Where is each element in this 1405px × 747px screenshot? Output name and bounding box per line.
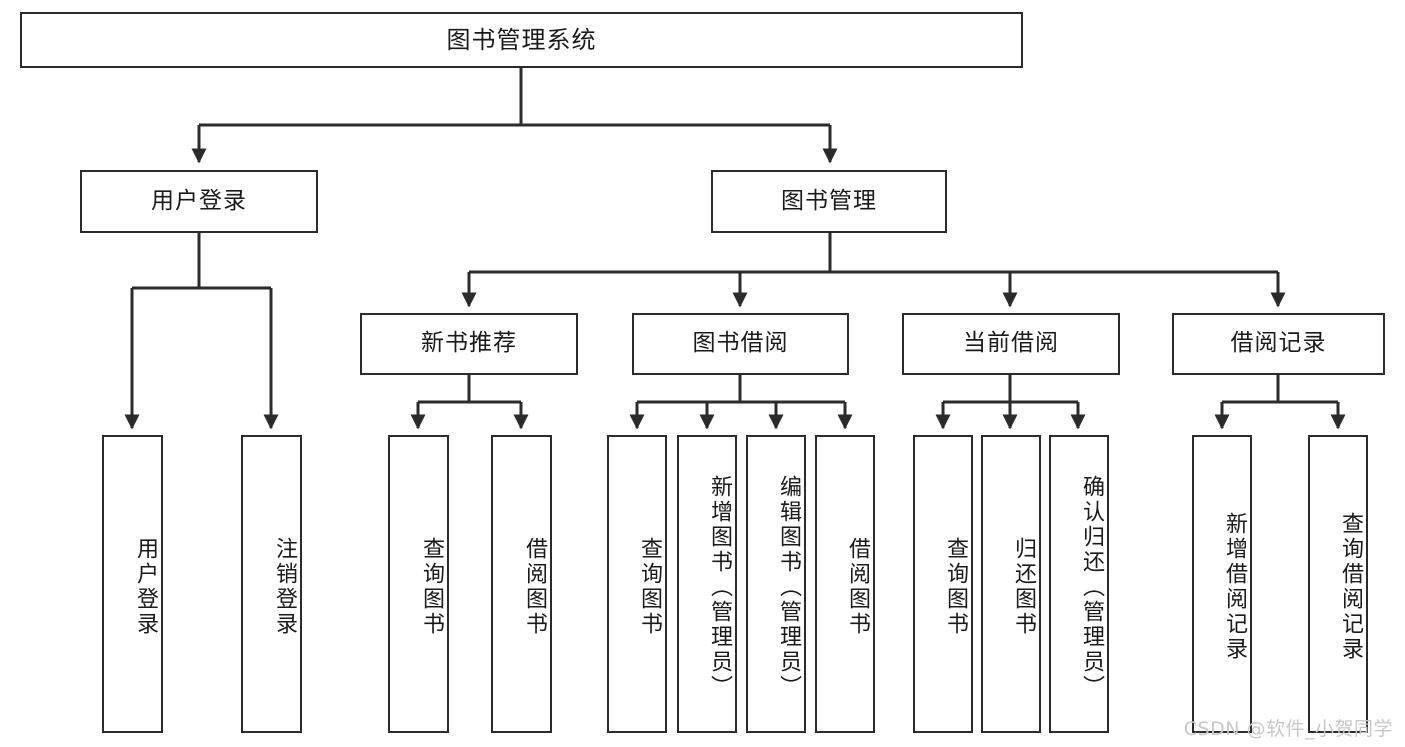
leaf-label: 编辑图书（管理员） (776, 474, 801, 700)
leaf-book-borrow-edit[interactable]: 编辑图书（管理员） (746, 435, 806, 733)
leaf-label: 查询图书 (943, 537, 968, 637)
leaf-label: 新增借阅记录 (1222, 512, 1247, 662)
leaf-current-borrow-query[interactable]: 查询图书 (913, 435, 973, 733)
leaf-current-borrow-return[interactable]: 归还图书 (981, 435, 1041, 733)
leaf-book-borrow-borrow[interactable]: 借阅图书 (815, 435, 875, 733)
node-book-borrow[interactable]: 图书借阅 (632, 313, 849, 375)
leaf-borrow-record-add[interactable]: 新增借阅记录 (1192, 435, 1252, 733)
leaf-user-login-login[interactable]: 用户登录 (102, 435, 163, 733)
leaf-label: 用户登录 (133, 537, 158, 637)
node-user-login[interactable]: 用户登录 (80, 170, 318, 233)
leaf-label: 归还图书 (1011, 537, 1036, 637)
leaf-label: 确认归还（管理员） (1079, 474, 1104, 700)
leaf-new-book-borrow[interactable]: 借阅图书 (491, 435, 552, 733)
leaf-book-borrow-add[interactable]: 新增图书（管理员） (677, 435, 737, 733)
leaf-new-book-query[interactable]: 查询图书 (388, 435, 449, 733)
leaf-book-borrow-query[interactable]: 查询图书 (607, 435, 667, 733)
csdn-watermark: CSDN @软件_小贺同学 (1183, 718, 1393, 740)
leaf-label: 查询图书 (419, 537, 444, 637)
node-current-borrow[interactable]: 当前借阅 (902, 313, 1120, 375)
node-borrow-record[interactable]: 借阅记录 (1172, 313, 1385, 375)
leaf-label: 查询图书 (637, 537, 662, 637)
leaf-label: 借阅图书 (522, 537, 547, 637)
leaf-label: 注销登录 (272, 537, 297, 637)
leaf-label: 新增图书（管理员） (707, 474, 732, 700)
leaf-label: 借阅图书 (845, 537, 870, 637)
leaf-current-borrow-confirm-return[interactable]: 确认归还（管理员） (1049, 435, 1109, 733)
node-root-system[interactable]: 图书管理系统 (20, 12, 1023, 68)
leaf-user-login-logout[interactable]: 注销登录 (241, 435, 302, 733)
node-book-management[interactable]: 图书管理 (711, 170, 947, 233)
leaf-label: 查询借阅记录 (1338, 512, 1363, 662)
leaf-borrow-record-query[interactable]: 查询借阅记录 (1308, 435, 1368, 733)
node-new-book-recommend[interactable]: 新书推荐 (360, 313, 578, 375)
